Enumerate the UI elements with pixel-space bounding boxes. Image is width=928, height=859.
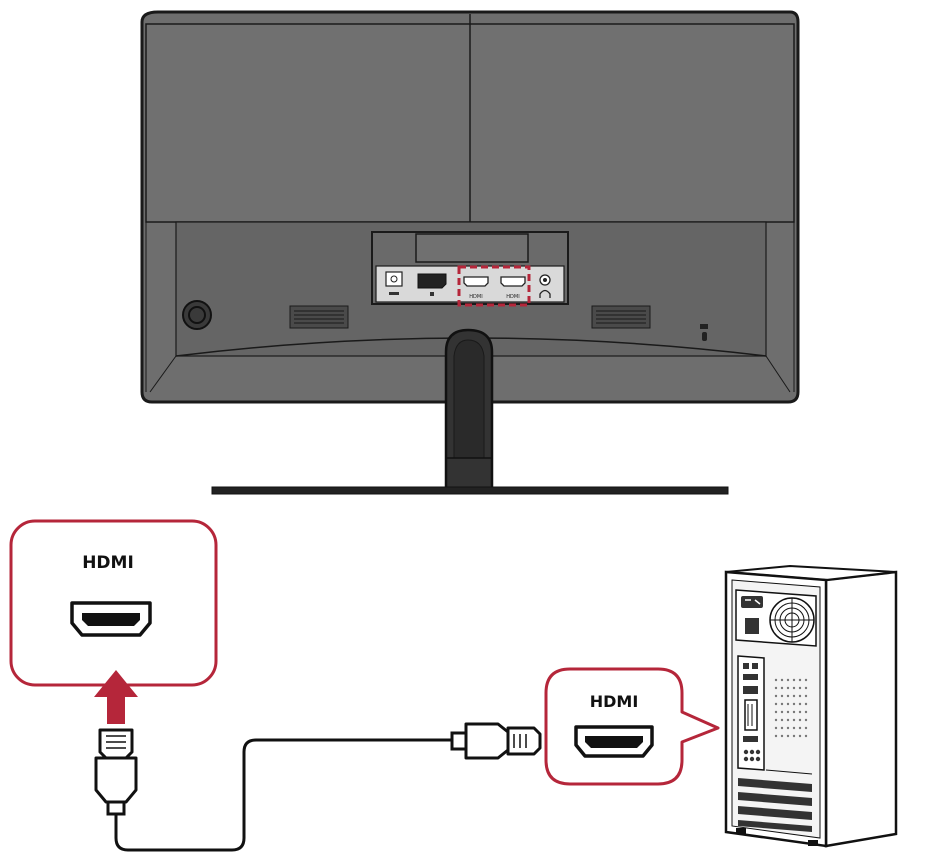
hdmi-port-1-label: HDMI bbox=[469, 294, 482, 300]
monitor-hdmi-label: HDMI bbox=[82, 553, 134, 573]
case-vent bbox=[774, 678, 808, 738]
left-hdmi-plug bbox=[94, 728, 138, 816]
hdmi-port-2-label: HDMI bbox=[506, 294, 519, 300]
hdmi-port-1: HDMI bbox=[463, 276, 489, 300]
pc-hdmi-label: HDMI bbox=[590, 692, 639, 711]
monitor-hdmi-callout: HDMI bbox=[9, 519, 218, 687]
kensington-lock-icon bbox=[700, 324, 708, 341]
power-supply bbox=[735, 589, 817, 647]
hdmi-port-2: HDMI bbox=[500, 276, 526, 300]
stand-base bbox=[211, 486, 729, 495]
io-port-panel: HDMI HDMI bbox=[371, 231, 569, 307]
hdmi-highlight-box bbox=[457, 265, 531, 307]
dc-in-port bbox=[385, 271, 403, 295]
hdmi-port-icon bbox=[574, 725, 654, 758]
fan-icon bbox=[769, 597, 815, 643]
left-vent bbox=[289, 305, 349, 329]
pc-tower-icon bbox=[724, 564, 898, 848]
monitor-back: HDMI HDMI bbox=[140, 10, 800, 404]
motherboard-io bbox=[737, 655, 765, 771]
arrow-up-icon bbox=[94, 670, 138, 724]
power-button-icon bbox=[182, 300, 212, 330]
hdmi-cable bbox=[114, 738, 452, 852]
hdmi-port-icon bbox=[70, 601, 152, 637]
pc-hdmi-callout: HDMI bbox=[544, 667, 720, 786]
right-vent bbox=[591, 305, 651, 329]
expansion-slots bbox=[738, 769, 813, 832]
right-hdmi-plug bbox=[450, 722, 542, 760]
monitor-stand bbox=[211, 328, 729, 495]
headphone-icon bbox=[539, 274, 551, 298]
displayport-port bbox=[417, 273, 447, 296]
